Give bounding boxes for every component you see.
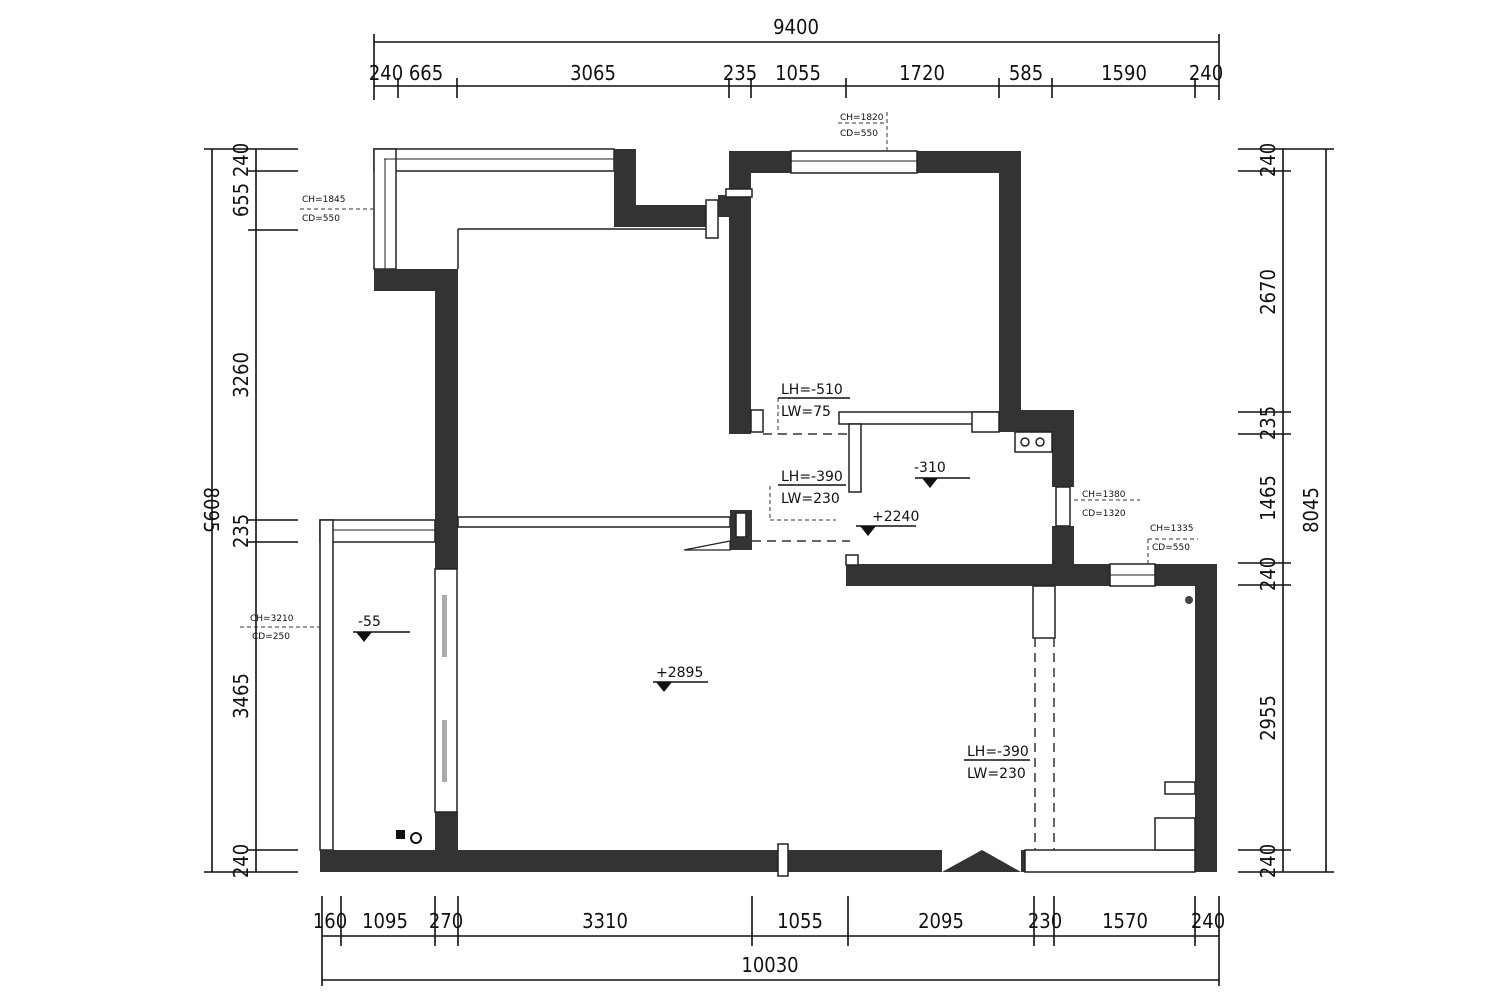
svg-text:+2895: +2895 (656, 665, 703, 681)
bottom-dim-4: 3310 (582, 909, 628, 933)
right-dim-6: 2955 (1256, 695, 1280, 741)
level-marker-living: +2895 (653, 665, 708, 692)
beam-height-label: LH=-390 (781, 469, 843, 485)
window-cd-label: CD=550 (302, 214, 340, 224)
annotations: CH=1845 CD=550 CH=1820 CD=550 CH=1380 CD… (240, 112, 1198, 782)
right-dim-1: 240 (1256, 143, 1280, 177)
window-ch-label: CH=1845 (302, 195, 346, 205)
right-dim-7: 240 (1256, 844, 1280, 878)
right-dim-5: 240 (1256, 557, 1280, 591)
svg-text:-55: -55 (358, 614, 381, 630)
level-marker-balcony: -55 (353, 614, 410, 642)
left-dim-1: 240 (229, 143, 253, 177)
left-dim-5: 3465 (229, 673, 253, 719)
window-cd-label: CD=250 (252, 632, 290, 642)
beam-width-label: LW=230 (781, 491, 840, 507)
svg-text:-310: -310 (914, 460, 946, 476)
bottom-dim-1: 160 (313, 909, 347, 933)
bottom-dim-6: 2095 (918, 909, 964, 933)
meter-box-icon (1164, 781, 1196, 795)
top-dim-7: 585 (1009, 61, 1043, 85)
top-dim-8: 1590 (1101, 61, 1147, 85)
top-dim-1: 240 (369, 61, 403, 85)
top-dim-2: 665 (409, 61, 443, 85)
beam-lines (752, 433, 1055, 850)
beam-height-label: LH=-390 (967, 744, 1029, 760)
window-cd-label: CD=550 (1152, 543, 1190, 553)
bottom-dim-9: 240 (1191, 909, 1225, 933)
pipe-icon (1185, 596, 1193, 604)
bottom-dim-5: 1055 (777, 909, 823, 933)
walls (319, 148, 1217, 877)
beam-height-label: LH=-510 (781, 382, 843, 398)
level-marker-kitchen: -310 (914, 460, 970, 488)
cabinet-icon (1154, 817, 1196, 851)
window-cd-label: CD=550 (840, 129, 878, 139)
right-dim-2: 2670 (1256, 269, 1280, 315)
left-dim-2: 655 (229, 183, 253, 217)
level-marker-corridor: +2240 (856, 509, 919, 536)
top-dim-9: 240 (1189, 61, 1223, 85)
right-dimensions: 8045 240 2670 235 1465 240 2955 240 (1238, 143, 1334, 878)
drain-icon (396, 830, 405, 839)
window-cd-label: CD=1320 (1082, 509, 1126, 519)
right-total-label: 8045 (1299, 487, 1323, 533)
window-ch-label: CH=3210 (250, 614, 294, 624)
window-ch-label: CH=1380 (1082, 490, 1126, 500)
bottom-dim-2: 1095 (362, 909, 408, 933)
top-dimensions: 9400 240 665 3065 235 1055 1720 585 1590… (369, 15, 1223, 100)
windows (790, 150, 1156, 872)
top-dim-5: 1055 (775, 61, 821, 85)
bottom-dimensions: 160 1095 270 3310 1055 2095 230 1570 240… (313, 896, 1225, 986)
left-total-label: 8095 (199, 487, 223, 533)
top-dim-3: 3065 (570, 61, 616, 85)
entry-door-sill (942, 850, 1021, 872)
window-ch-label: CH=1335 (1150, 524, 1194, 534)
fixtures (396, 596, 1196, 851)
right-dim-4: 1465 (1256, 475, 1280, 521)
left-dim-4: 235 (229, 514, 253, 548)
left-dimensions: 8095 240 655 3260 235 3465 240 (199, 143, 298, 878)
left-balcony-thin-wall (319, 519, 436, 851)
left-dim-6: 240 (229, 844, 253, 878)
bottom-total-label: 10030 (741, 953, 798, 977)
beam-width-label: LW=230 (967, 766, 1026, 782)
top-dim-6: 1720 (899, 61, 945, 85)
top-total-label: 9400 (773, 15, 819, 39)
beam-width-label: LW=75 (781, 404, 831, 420)
bottom-dim-7: 230 (1028, 909, 1062, 933)
level-markers: -310 +2240 -55 +2895 (353, 460, 970, 692)
left-dim-3: 3260 (229, 352, 253, 398)
bottom-dim-3: 270 (429, 909, 463, 933)
balcony-thin-wall (373, 148, 615, 270)
window-ch-label: CH=1820 (840, 113, 884, 123)
top-dim-4: 235 (723, 61, 757, 85)
svg-text:+2240: +2240 (872, 509, 919, 525)
right-dim-3: 235 (1256, 406, 1280, 440)
bottom-dim-8: 1570 (1102, 909, 1148, 933)
pipe-icon (410, 832, 422, 844)
